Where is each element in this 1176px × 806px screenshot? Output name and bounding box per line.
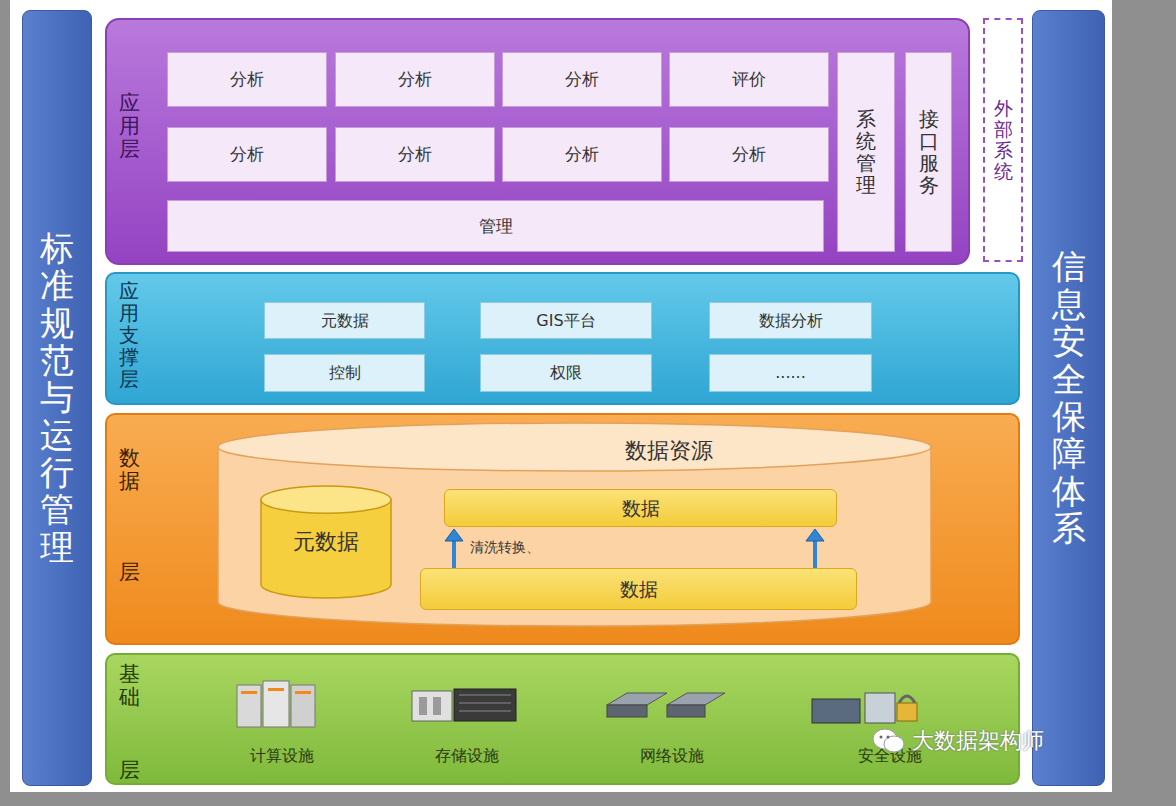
node-text: 评价 bbox=[732, 69, 766, 89]
network-icon bbox=[607, 693, 725, 717]
edge-label: 清洗转换、 bbox=[468, 539, 542, 557]
app-box: 评价 bbox=[669, 52, 829, 107]
node-text: 数据资源 bbox=[625, 438, 713, 464]
layer-band: 应用层分析分析分析评价分析分析分析分析管理系统管理接口服务 bbox=[105, 18, 970, 265]
node-text: 系统管理 bbox=[856, 108, 876, 196]
node-text: 分析 bbox=[565, 69, 599, 89]
connector-line bbox=[813, 537, 817, 568]
side-band: 信息安全保障体系 bbox=[1032, 10, 1105, 786]
metadata-cylinder: 元数据 bbox=[260, 485, 392, 599]
app-box: 分析 bbox=[335, 127, 495, 182]
arrow-head bbox=[806, 529, 824, 541]
app-box: 分析 bbox=[669, 127, 829, 182]
cylinder-top bbox=[261, 486, 391, 513]
app-box: 分析 bbox=[335, 52, 495, 107]
node-text: 数据 bbox=[119, 447, 140, 493]
node-text: 数据 bbox=[620, 578, 658, 601]
data-cylinder: 数据资源元数据数据数据清洗转换、 bbox=[217, 422, 932, 627]
arrow-head bbox=[445, 529, 463, 541]
side-band: 标准规范与运行管理 bbox=[22, 10, 92, 786]
data-box: 数据 bbox=[420, 568, 857, 610]
watermark: 大数据架构师 bbox=[872, 726, 1044, 756]
cylinder-top bbox=[218, 423, 931, 471]
node-text: 信息安全保障体系 bbox=[1052, 248, 1086, 547]
watermark-text: 大数据架构师 bbox=[912, 726, 1044, 756]
layer-band: 数据层数据资源元数据数据数据清洗转换、 bbox=[105, 413, 1020, 645]
cylinder-body bbox=[218, 446, 931, 626]
node-text: 应用层 bbox=[119, 92, 140, 161]
data-box: 数据 bbox=[444, 489, 837, 527]
storage-icon bbox=[412, 689, 516, 721]
connector-line bbox=[452, 537, 456, 568]
layer-band: 基础层计算设施存储设施网络设施安全设施 bbox=[105, 653, 1020, 785]
infrastructure-icons bbox=[107, 655, 1022, 787]
node-text: ...... bbox=[775, 363, 806, 382]
node-text: 标准规范与运行管理 bbox=[40, 230, 74, 567]
wechat-icon bbox=[872, 727, 906, 755]
node-text: 应用支撑层 bbox=[119, 280, 139, 390]
node-text: 元数据 bbox=[321, 311, 369, 330]
app-box: 管理 bbox=[167, 200, 824, 252]
app-column-box: 系统管理 bbox=[837, 52, 895, 252]
facility-label: 存储设施 bbox=[435, 746, 499, 767]
node-text: 分析 bbox=[398, 69, 432, 89]
app-box: 分析 bbox=[167, 127, 327, 182]
app-box: 分析 bbox=[502, 52, 662, 107]
node-text: 分析 bbox=[230, 144, 264, 164]
app-column-box: 接口服务 bbox=[905, 52, 952, 252]
support-box: 控制 bbox=[264, 354, 425, 392]
node-text: 分析 bbox=[398, 144, 432, 164]
node-text: 权限 bbox=[550, 363, 582, 382]
node-text: 层 bbox=[119, 759, 140, 782]
layer-band: 应用支撑层 元数据 GIS平台 数据分析控制 权限...... bbox=[105, 272, 1020, 405]
facility-label: 网络设施 bbox=[640, 746, 704, 767]
support-box: 数据分析 bbox=[709, 302, 872, 339]
node-text: 数据 bbox=[622, 497, 660, 520]
node-text: 分析 bbox=[230, 69, 264, 89]
external-system-box: 外部系统 bbox=[983, 18, 1023, 262]
node-text: 接口服务 bbox=[919, 108, 939, 196]
app-box: 分析 bbox=[502, 127, 662, 182]
server-icon bbox=[237, 681, 315, 727]
node-text: 分析 bbox=[565, 144, 599, 164]
node-text: 外部系统 bbox=[994, 98, 1013, 182]
node-text: 层 bbox=[119, 561, 140, 584]
support-box: GIS平台 bbox=[480, 302, 652, 339]
support-box: 元数据 bbox=[264, 302, 425, 339]
security-icon bbox=[812, 693, 917, 723]
connector bbox=[445, 529, 824, 568]
support-box: 权限 bbox=[480, 354, 652, 392]
support-box: ...... bbox=[709, 354, 872, 392]
node-text: 基础 bbox=[119, 663, 140, 709]
node-text: 分析 bbox=[732, 144, 766, 164]
node-text: 数据分析 bbox=[759, 311, 823, 330]
node-text: GIS平台 bbox=[536, 311, 595, 330]
node-text: 控制 bbox=[329, 363, 361, 382]
node-text: 管理 bbox=[479, 216, 513, 236]
facility-label: 计算设施 bbox=[250, 746, 314, 767]
app-box: 分析 bbox=[167, 52, 327, 107]
node-text: 元数据 bbox=[293, 529, 359, 555]
